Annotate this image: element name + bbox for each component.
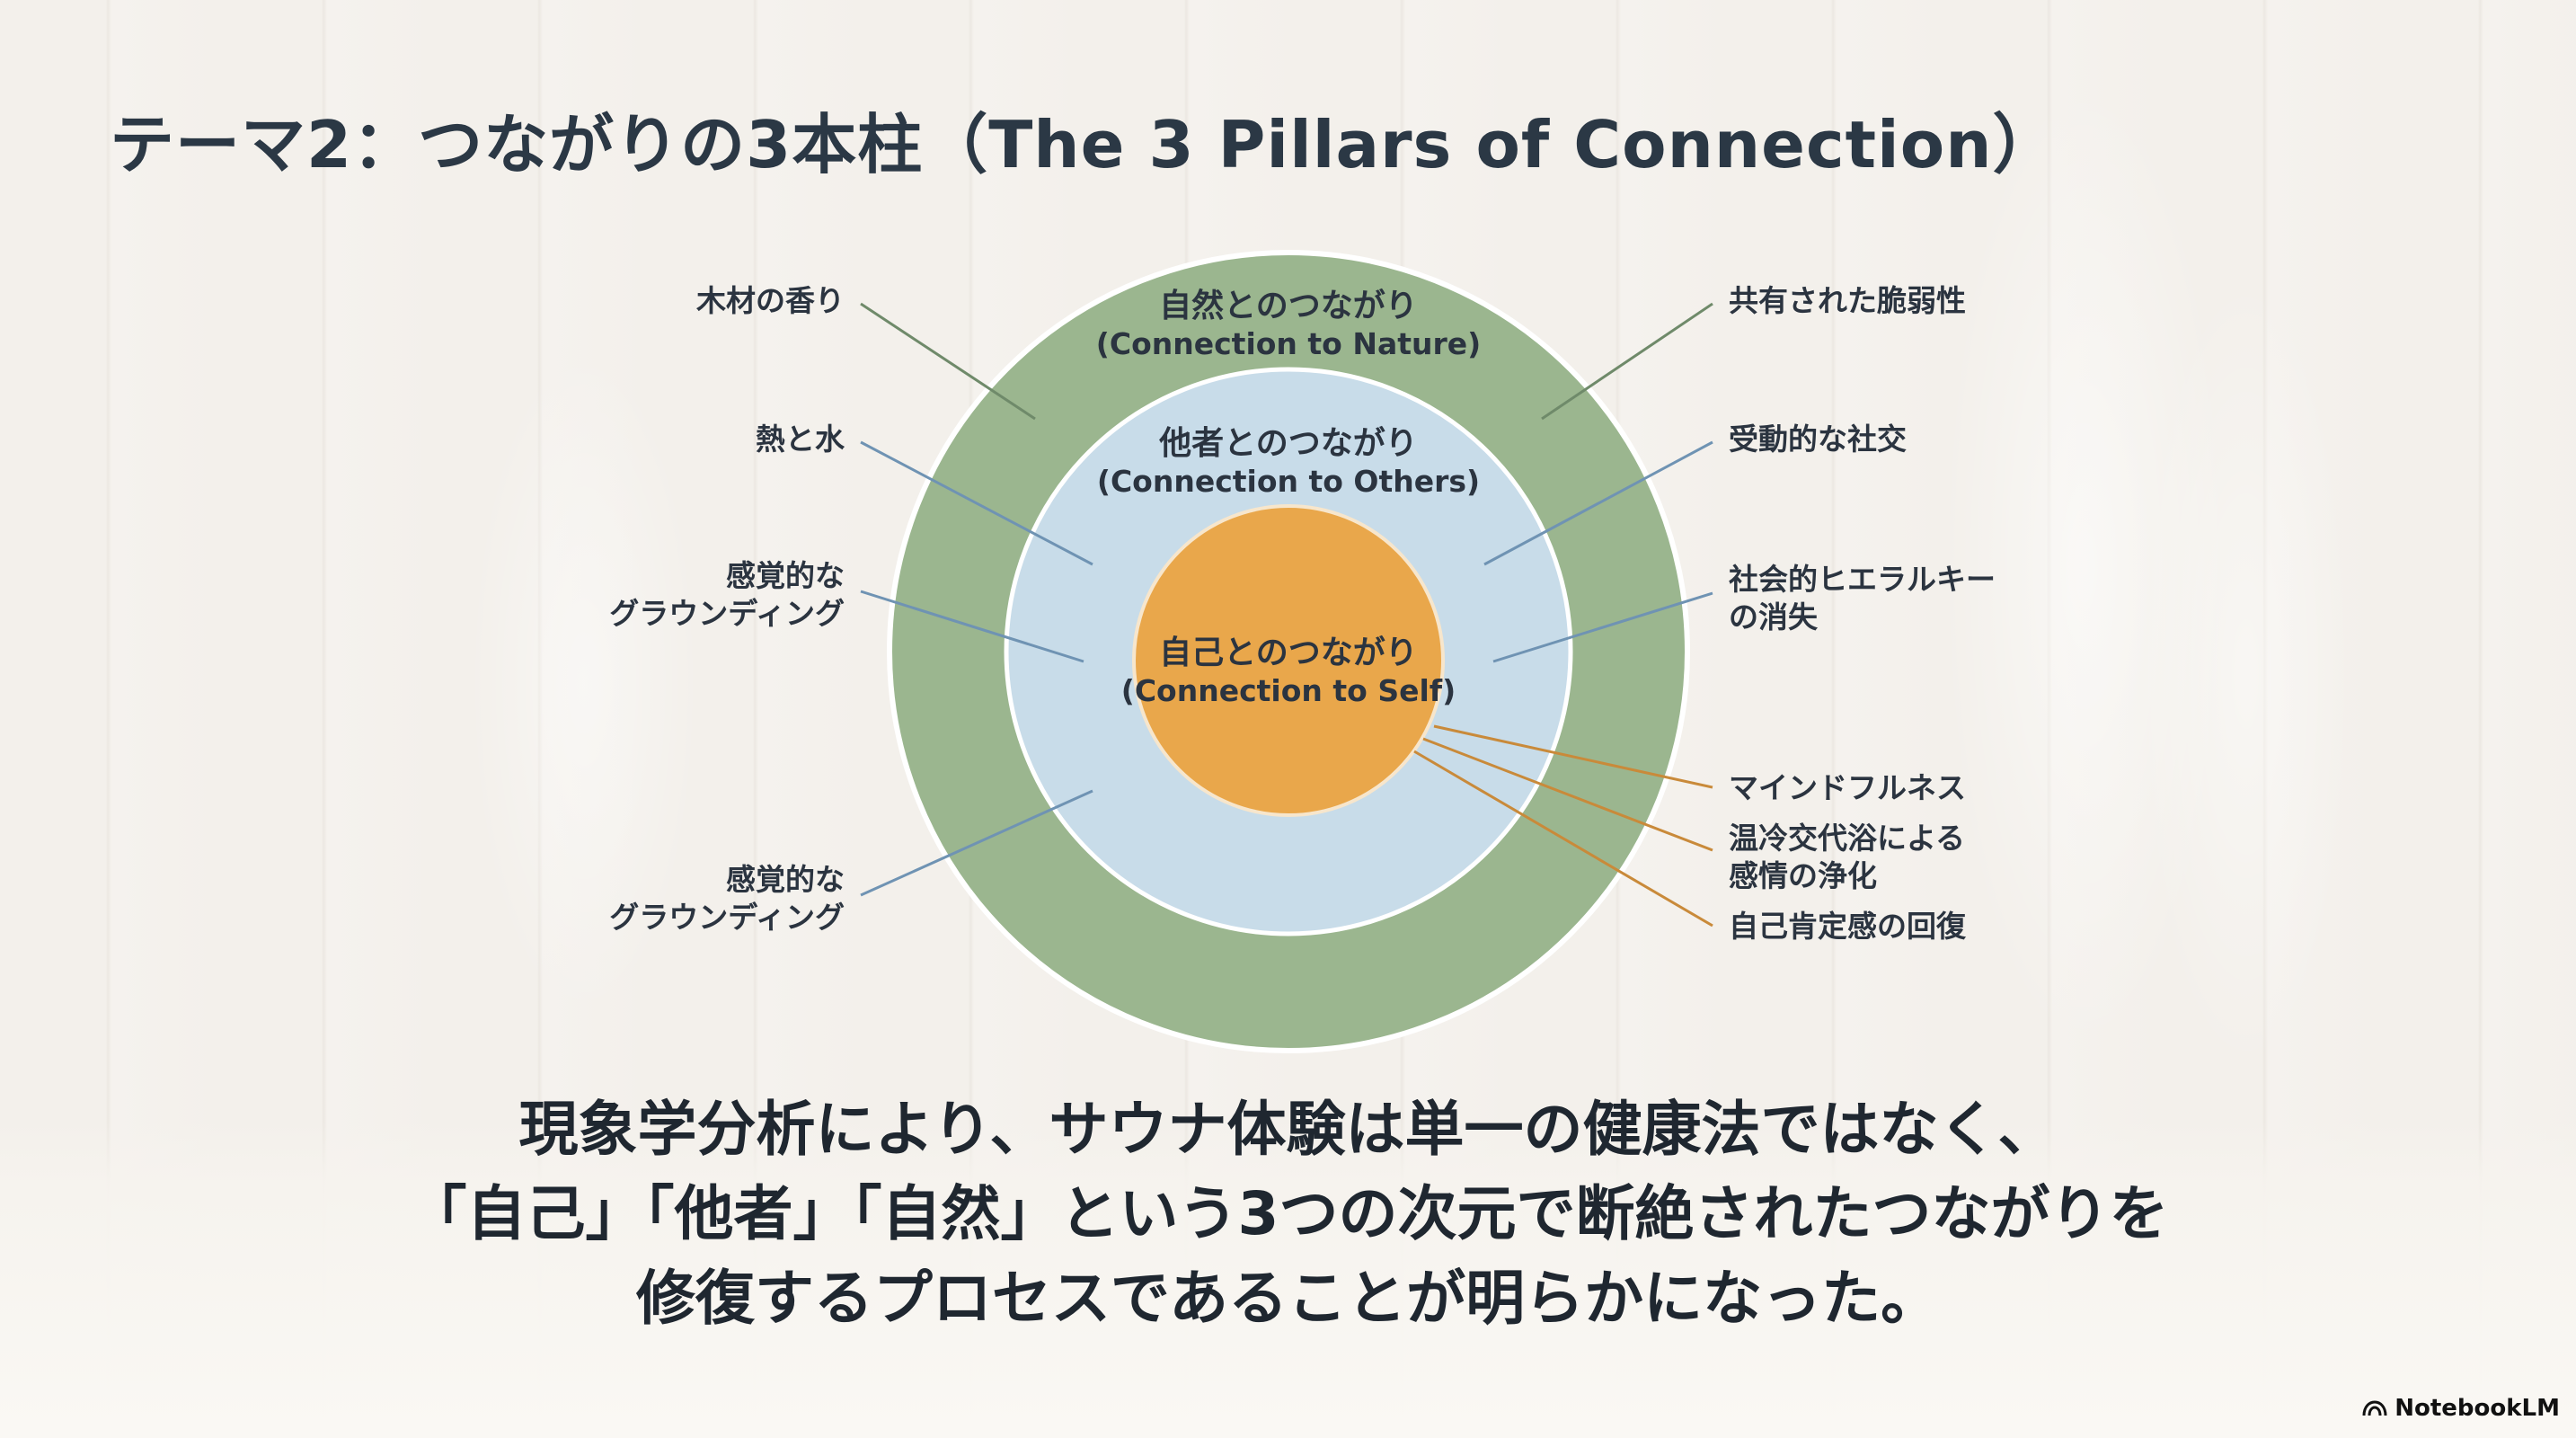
conclusion-line-2: 「自己」「他者」「自然」という3つの次元で断絶されたつながりを — [407, 1179, 2169, 1248]
label-passive-social: 受動的な社交 — [1729, 422, 1907, 457]
connector-hierarchy — [1492, 591, 1713, 663]
brand-name: NotebookLM — [2395, 1395, 2560, 1422]
conclusion-line-1: 現象学分析により、サウナ体験は単一の健康法ではなく、 — [518, 1095, 2058, 1164]
label-wood-scent: 木材の香り — [695, 283, 845, 318]
connector-heat-water — [860, 440, 1093, 566]
others-title-ja: 他者とのつながり — [1158, 425, 1418, 462]
connector-wood-scent — [860, 302, 1036, 421]
self-title-ja: 自己とのつながり — [1159, 635, 1418, 671]
label-hierarchy-line1: 社会的ヒエラルキー — [1729, 562, 1996, 597]
self-title-en: (Connection to Self) — [1121, 673, 1456, 708]
label-heat-water: 熱と水 — [756, 422, 845, 457]
label-mindfulness: マインドフルネス — [1729, 770, 1966, 805]
steam-decoration-left — [467, 342, 701, 1025]
label-self-esteem: 自己肯定感の回復 — [1729, 909, 1967, 944]
label-contrast-bath-line1: 温冷交代浴による — [1729, 821, 1965, 856]
label-contrast-bath-line2: 感情の浄化 — [1729, 858, 1877, 893]
nature-title-ja: 自然とのつながり — [1159, 287, 1418, 324]
connector-sensory-2 — [860, 789, 1093, 897]
connector-shared-vulnerability — [1541, 302, 1713, 421]
steam-decoration-right-2 — [2138, 270, 2354, 1078]
connector-mindfulness — [1433, 724, 1713, 789]
page-title: テーマ2：つながりの3本柱（The 3 Pillars of Connectio… — [110, 107, 2058, 182]
ring-self — [1132, 504, 1445, 817]
notebooklm-logo-icon — [2362, 1400, 2387, 1416]
label-hierarchy-line2: の消失 — [1729, 599, 1819, 635]
steam-decoration-right — [1941, 72, 2228, 1061]
connector-passive-social — [1483, 440, 1713, 566]
conclusion-text: 現象学分析により、サウナ体験は単一の健康法ではなく、 「自己」「他者」「自然」と… — [0, 1087, 2576, 1341]
label-sensory-1-line1: 感覚的な — [726, 558, 845, 593]
label-sensory-1-line2: グラウンディング — [609, 596, 845, 631]
connector-self-esteem — [1413, 750, 1713, 928]
label-sensory-2-line2: グラウンディング — [609, 900, 845, 935]
nature-title-en: (Connection to Nature) — [1096, 326, 1481, 361]
connector-contrast-bath — [1422, 737, 1713, 852]
label-sensory-2-line1: 感覚的な — [726, 862, 845, 897]
conclusion-line-3: 修復するプロセスであることが明らかになった。 — [635, 1264, 1941, 1333]
others-title-en: (Connection to Others) — [1097, 464, 1480, 499]
connector-sensory-1 — [860, 590, 1084, 663]
label-shared-vulnerability: 共有された脆弱性 — [1729, 283, 1966, 318]
notebooklm-watermark: NotebookLM — [2362, 1395, 2560, 1422]
